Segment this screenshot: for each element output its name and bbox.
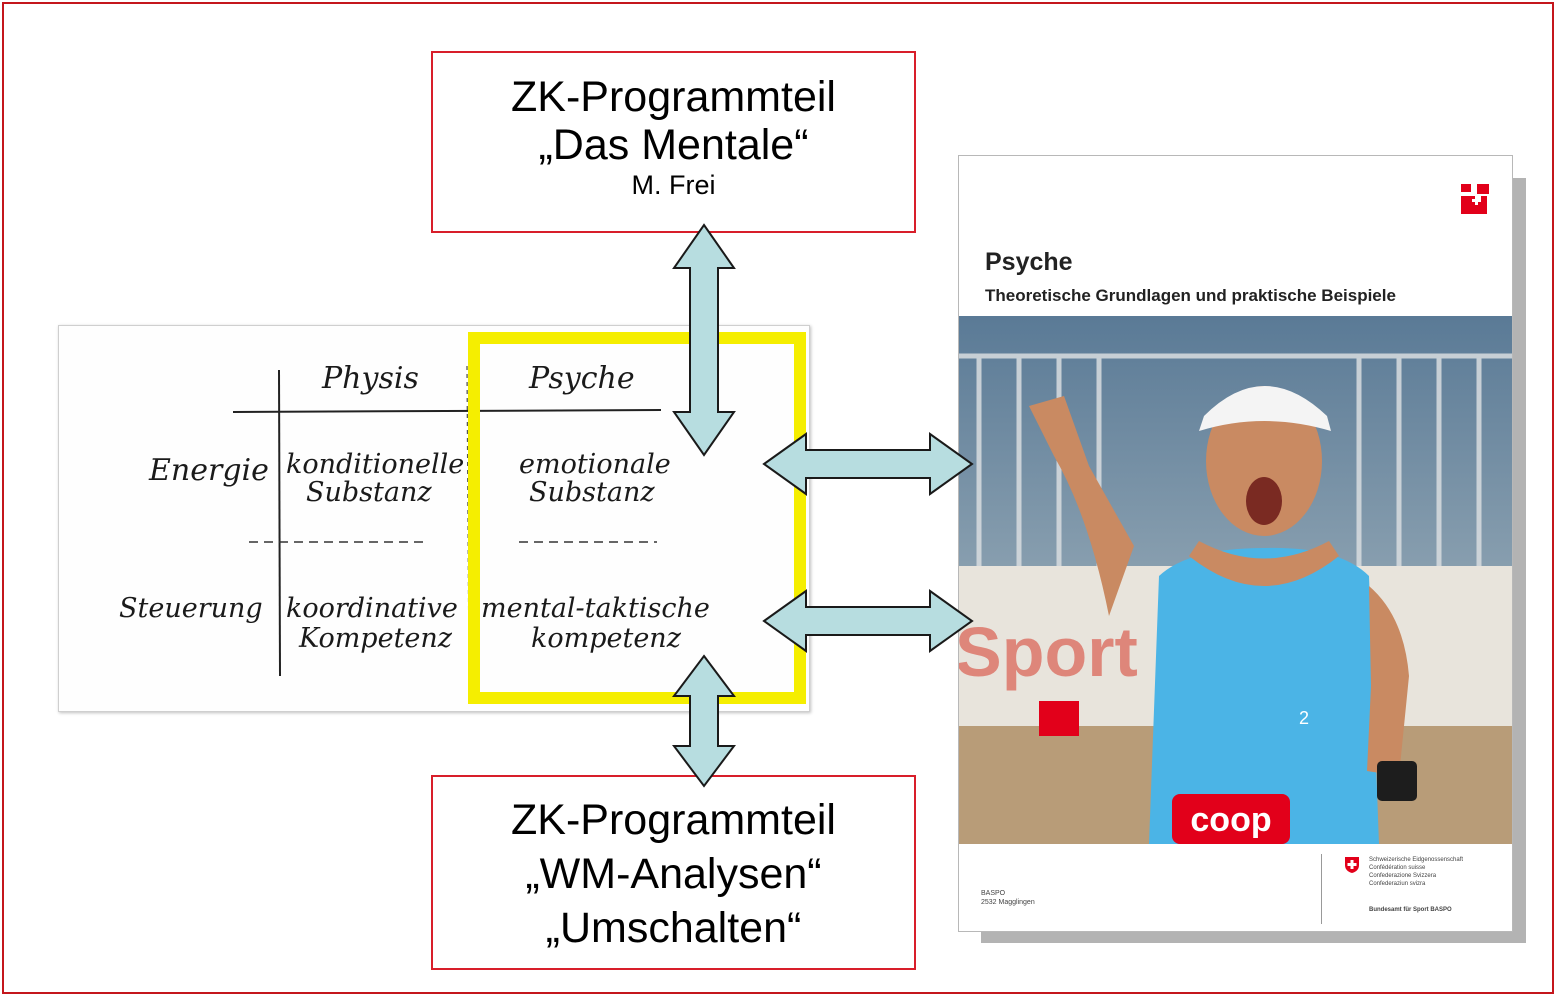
cell-energie-physis-1: konditionelle	[286, 449, 465, 480]
confederation-text: Schweizerische Eidgenossenschaft Confédé…	[1369, 856, 1499, 914]
vertical-arrow-bottom	[672, 654, 736, 788]
cell-steuerung-psyche-1: mental-taktische	[481, 593, 710, 624]
cell-energie-physis-2: Substanz	[306, 477, 432, 508]
swiss-shield-icon	[1345, 857, 1359, 873]
baspo-logo-icon	[1461, 184, 1489, 214]
horizontal-arrow-upper	[762, 432, 974, 496]
confed-line4: Confederaziun svizra	[1369, 881, 1426, 887]
office-name: Bundesamt für Sport BASPO	[1369, 907, 1452, 913]
column-header-psyche: Psyche	[529, 361, 635, 396]
book-subtitle: Theoretische Grundlagen und praktische B…	[985, 286, 1396, 305]
jersey-number: 2	[1299, 708, 1309, 728]
cell-steuerung-physis-2: Kompetenz	[299, 623, 453, 654]
column-header-physis: Physis	[322, 361, 419, 396]
confed-line3: Confederazione Svizzera	[1369, 873, 1437, 879]
cell-steuerung-psyche-2: kompetenz	[531, 623, 681, 654]
horizontal-arrow-lower	[762, 589, 974, 653]
row-header-energie: Energie	[149, 453, 269, 488]
physis-psyche-matrix: Physis Psyche Energie Steuerung konditio…	[58, 325, 810, 712]
footer-divider	[1321, 854, 1322, 924]
svg-text:Sport: Sport	[959, 613, 1138, 691]
cell-steuerung-physis-1: koordinative	[286, 593, 458, 624]
publisher-line1: BASPO	[981, 890, 1006, 897]
row-header-steuerung: Steuerung	[119, 593, 263, 624]
cell-energie-psyche-2: Substanz	[529, 477, 655, 508]
program-box-bottom-line3: „Umschalten“	[545, 904, 802, 952]
vertical-arrow-top	[672, 223, 736, 457]
cell-energie-psyche-1: emotionale	[519, 449, 671, 480]
book-cover-psyche: Psyche Theoretische Grundlagen und prakt…	[958, 155, 1513, 932]
program-box-wm-analysen: ZK-Programmteil „WM-Analysen“ „Umschalte…	[431, 775, 916, 970]
book-title: Psyche	[985, 248, 1073, 276]
program-box-top-line2: „Das Mentale“	[538, 121, 809, 169]
program-box-top-line1: ZK-Programmteil	[511, 73, 836, 121]
publisher-line2: 2532 Magglingen	[981, 899, 1035, 906]
program-box-das-mentale: ZK-Programmteil „Das Mentale“ M. Frei	[431, 51, 916, 233]
confed-line1: Schweizerische Eidgenossenschaft	[1369, 857, 1464, 863]
program-box-top-line3: M. Frei	[631, 170, 716, 200]
sponsor-logo: coop	[1190, 801, 1271, 839]
confed-line2: Confédération suisse	[1369, 865, 1426, 871]
book-publisher: BASPO 2532 Magglingen	[981, 889, 1035, 907]
beach-volleyball-player-photo: Sport coop 2	[959, 316, 1512, 844]
program-box-bottom-line1: ZK-Programmteil	[511, 796, 836, 844]
program-box-bottom-line2: „WM-Analysen“	[525, 850, 822, 898]
